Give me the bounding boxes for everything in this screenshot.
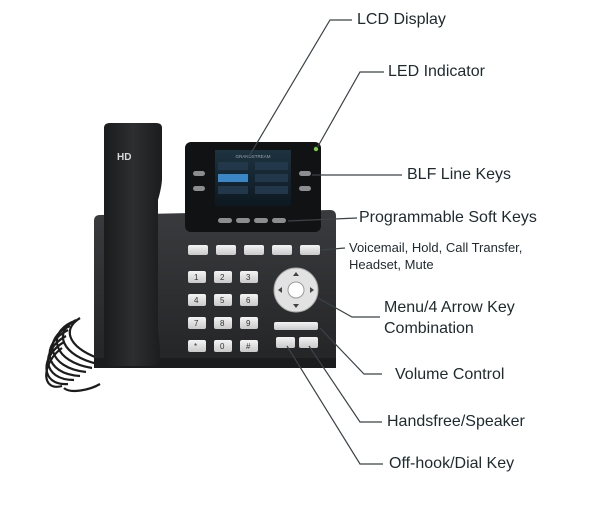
keypad-key-label: 7 xyxy=(194,319,199,328)
label-handsfree-speaker: Handsfree/Speaker xyxy=(387,413,525,430)
keypad-key-2[interactable]: 2 xyxy=(214,271,232,283)
keypad-key-5[interactable]: 5 xyxy=(214,294,232,306)
keypad-key-hash[interactable]: # xyxy=(240,340,258,352)
lcd-line-3 xyxy=(218,174,248,182)
keypad-key-label: 2 xyxy=(220,273,225,282)
leader-function-keys xyxy=(320,247,346,251)
keypad-key-label: 6 xyxy=(246,296,251,305)
keypad-key-label: 8 xyxy=(220,319,225,328)
keypad-key-label: 9 xyxy=(246,319,251,328)
label-programmable-soft-keys: Programmable Soft Keys xyxy=(359,209,537,226)
keypad-key-star[interactable]: * xyxy=(188,340,206,352)
phone-base xyxy=(94,358,336,368)
keypad-key-label: 5 xyxy=(220,296,225,305)
function-keys[interactable] xyxy=(188,245,320,255)
label-menu-line2: Combination xyxy=(384,320,474,337)
offhook-dial-key[interactable] xyxy=(276,337,295,348)
keypad-key-3[interactable]: 3 xyxy=(240,271,258,283)
coiled-cord xyxy=(45,317,105,393)
keypad-key-1[interactable]: 1 xyxy=(188,271,206,283)
lcd-line-5 xyxy=(218,186,248,194)
leader-menu-keys xyxy=(317,297,380,318)
label-lcd-display: LCD Display xyxy=(357,11,446,28)
callout-lines xyxy=(247,19,402,465)
lcd-line-1 xyxy=(218,162,248,170)
leader-handsfree-speaker xyxy=(308,345,382,423)
dial-keypad[interactable]: 1 2 3 4 5 6 7 8 9 * 0 # xyxy=(188,271,258,352)
leader-volume-control xyxy=(319,327,382,375)
label-offhook-dial-key: Off-hook/Dial Key xyxy=(389,455,515,472)
keypad-key-label: * xyxy=(194,342,197,351)
keypad-key-label: # xyxy=(246,342,251,351)
keypad-key-label: 3 xyxy=(246,273,251,282)
label-function-keys-line2: Headset, Mute xyxy=(349,257,434,272)
brand-logo: GRANDSTREAM xyxy=(235,154,270,159)
keypad-key-0[interactable]: 0 xyxy=(214,340,232,352)
lcd-line-2 xyxy=(255,162,288,170)
lcd-line-6 xyxy=(255,186,288,194)
menu-arrow-keys[interactable] xyxy=(273,267,319,313)
label-menu-line1: Menu/4 Arrow Key xyxy=(384,299,515,316)
keypad-key-label: 0 xyxy=(220,342,225,351)
leader-offhook-dial-key xyxy=(286,345,383,465)
label-blf-line-keys: BLF Line Keys xyxy=(407,166,512,183)
keypad-key-9[interactable]: 9 xyxy=(240,317,258,329)
keypad-key-7[interactable]: 7 xyxy=(188,317,206,329)
label-function-keys-line1: Voicemail, Hold, Call Transfer, xyxy=(349,240,523,255)
keypad-key-4[interactable]: 4 xyxy=(188,294,206,306)
label-volume-control: Volume Control xyxy=(395,366,505,383)
leader-led-indicator xyxy=(316,71,384,149)
handset-hd-badge: HD xyxy=(117,152,131,163)
leader-soft-keys xyxy=(287,217,358,222)
label-led-indicator: LED Indicator xyxy=(388,63,485,80)
leader-lcd-display xyxy=(247,19,352,159)
keypad-key-8[interactable]: 8 xyxy=(214,317,232,329)
keypad-key-label: 1 xyxy=(194,273,199,282)
handset[interactable] xyxy=(104,123,162,366)
handsfree-speaker-key[interactable] xyxy=(299,337,318,348)
keypad-key-6[interactable]: 6 xyxy=(240,294,258,306)
volume-control[interactable] xyxy=(274,322,318,330)
blf-line-keys[interactable] xyxy=(193,171,311,191)
keypad-key-label: 4 xyxy=(194,296,199,305)
programmable-soft-keys[interactable] xyxy=(218,218,286,223)
lcd-line-4 xyxy=(255,174,288,182)
